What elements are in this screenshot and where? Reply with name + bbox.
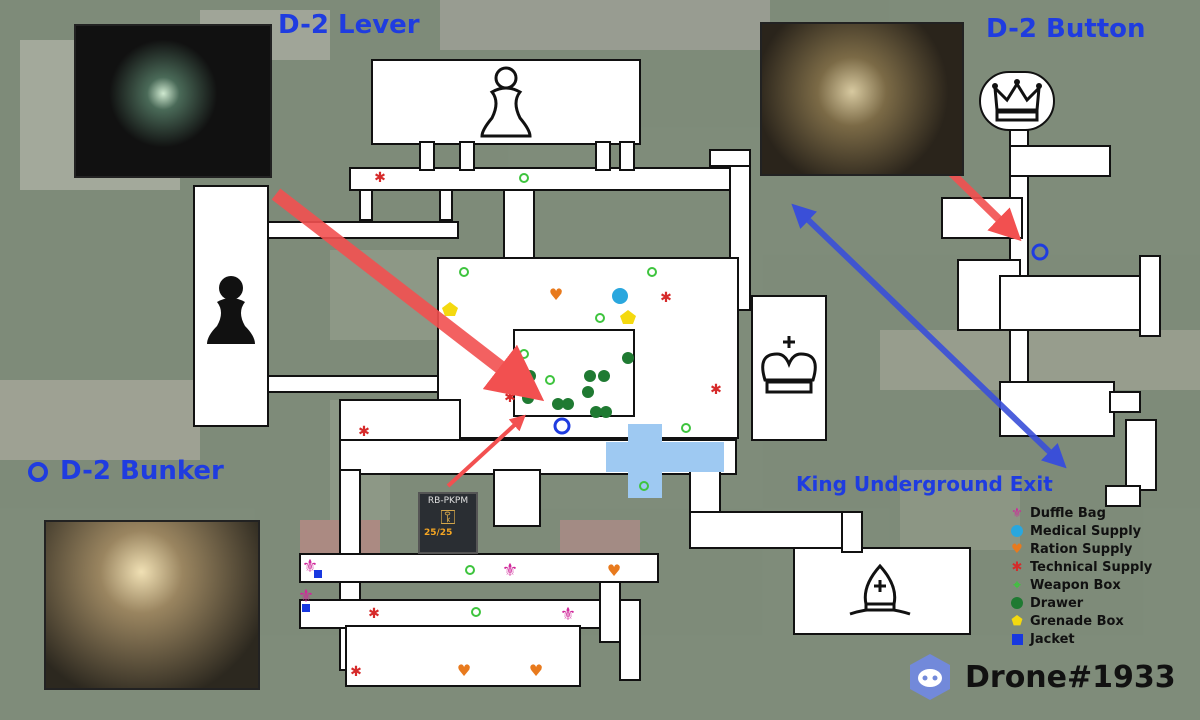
grenade-box-marker [620, 310, 636, 324]
legend: ⚜Duffle Bag Medical Supply ♥Ration Suppl… [1010, 504, 1152, 648]
ration-supply-marker: ♥ [457, 661, 471, 680]
dot-icon [1010, 596, 1024, 610]
king-exit-arrow [791, 203, 1067, 469]
key-item-uses: 25/25 [424, 528, 453, 538]
medical-supply-marker [612, 288, 628, 304]
drawer-marker [584, 370, 596, 382]
weapon-box-marker [471, 607, 481, 617]
drawer-marker [524, 370, 536, 382]
drawer-marker [552, 398, 564, 410]
drawer-marker [590, 406, 602, 418]
key-item-card: RB-PKPM ⚿ 25/25 [418, 492, 478, 554]
watermark-handle: Drone#1933 [965, 659, 1176, 695]
queen-icon [992, 79, 1042, 122]
bishop-icon [849, 563, 911, 616]
fleur-de-lis-icon: ⚜ [1011, 505, 1023, 521]
crosshair-icon: ⌖ [1013, 577, 1021, 593]
weapon-box-marker [681, 423, 691, 433]
technical-supply-marker: ✱ [374, 170, 386, 186]
legend-item: ♥Ration Supply [1011, 541, 1133, 557]
bunker-photo [44, 520, 260, 690]
drawer-marker [562, 398, 574, 410]
circle-icon [1010, 524, 1024, 538]
square-icon [1010, 632, 1024, 646]
technical-supply-marker: ✱ [350, 664, 362, 680]
bunker-ring-icon [28, 461, 48, 482]
legend-item: ⌖Weapon Box [1010, 576, 1152, 594]
legend-item: Drawer [1010, 594, 1152, 612]
weapon-box-marker [647, 267, 657, 277]
weapon-box-marker [459, 267, 469, 277]
d2-bunker-marker [553, 417, 571, 435]
paw-icon: ✱ [1011, 559, 1023, 575]
weapon-box-marker [519, 173, 529, 183]
weapon-box-marker [545, 375, 555, 385]
technical-supply-marker: ✱ [660, 290, 672, 306]
d2-bunker-title: D-2 Bunker [28, 456, 224, 486]
drawer-marker [622, 352, 634, 364]
jacket-marker [302, 604, 310, 612]
duffle-bag-marker: ⚜ [298, 586, 314, 607]
ration-supply-marker: ♥ [529, 661, 543, 680]
d2-bunker-label: D-2 Bunker [60, 456, 224, 486]
white-pawn-icon [480, 66, 532, 138]
king-exit-title: King Underground Exit [796, 472, 1053, 496]
discord-icon [910, 654, 950, 700]
legend-item: Jacket [1010, 630, 1152, 648]
weapon-box-marker [465, 565, 475, 575]
drawer-marker [600, 406, 612, 418]
weapon-box-marker [595, 313, 605, 323]
jacket-marker [314, 570, 322, 578]
duffle-bag-marker: ⚜ [502, 560, 518, 581]
lever-photo [74, 24, 272, 178]
highlighted-corridor [606, 424, 724, 498]
black-pawn-icon [207, 276, 255, 344]
technical-supply-marker: ✱ [504, 390, 516, 406]
weapon-box-marker [639, 481, 649, 491]
d2-button-title: D-2 Button [986, 14, 1146, 44]
drawer-marker [598, 370, 610, 382]
technical-supply-marker: ✱ [710, 382, 722, 398]
heart-icon: ♥ [1011, 541, 1023, 557]
lever-arrow [271, 188, 545, 402]
key-arrow [446, 414, 526, 488]
legend-item: ⬟Grenade Box [1011, 613, 1124, 629]
drawer-marker [582, 386, 594, 398]
legend-item: ✱Technical Supply [1011, 559, 1153, 575]
technical-supply-marker: ✱ [358, 424, 370, 440]
technical-supply-marker: ✱ [368, 606, 380, 622]
key-icon: ⚿ [440, 505, 456, 529]
grenade-box-marker [442, 302, 458, 316]
pentagon-icon: ⬟ [1011, 613, 1023, 629]
legend-item: Medical Supply [1010, 522, 1152, 540]
duffle-bag-marker: ⚜ [560, 604, 576, 625]
key-item-name: RB-PKPM [427, 496, 469, 506]
ration-supply-marker: ♥ [607, 561, 621, 580]
ration-supply-marker: ♥ [549, 285, 563, 304]
button-photo [760, 22, 964, 176]
watermark: Drone#1933 [905, 652, 1176, 702]
d2-lever-title: D-2 Lever [278, 10, 420, 40]
chess-piece-icons [207, 66, 1042, 616]
drawer-marker [522, 392, 534, 404]
legend-item: ⚜Duffle Bag [1011, 505, 1106, 521]
